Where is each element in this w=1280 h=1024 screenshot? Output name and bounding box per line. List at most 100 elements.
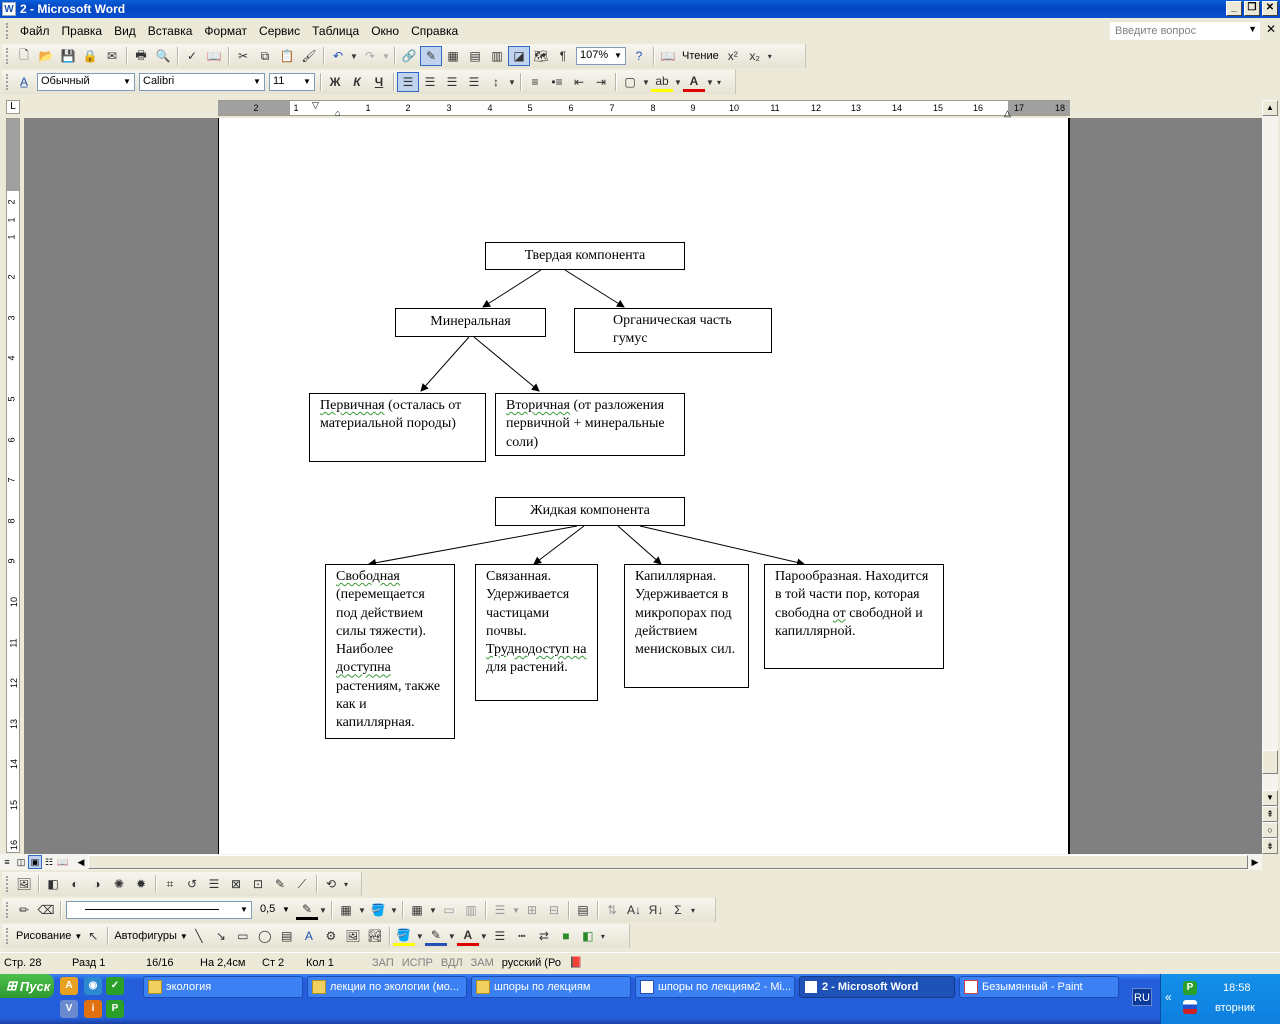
merge-cells-icon[interactable]: ▭ <box>443 903 455 917</box>
increase-indent-icon[interactable]: ⇥ <box>595 75 607 89</box>
bullets-icon[interactable]: •≡ <box>551 75 563 89</box>
vapor-water-box[interactable]: Парообразная. Находится в той части пор,… <box>764 564 944 669</box>
undo-dropdown-icon[interactable]: ▼ <box>350 51 358 61</box>
rectangle-tool-icon[interactable]: ▭ <box>237 929 249 943</box>
more-brightness-icon[interactable]: ✺ <box>113 877 125 891</box>
color-icon[interactable]: ◧ <box>47 877 59 891</box>
insert-table-dropdown-icon[interactable]: ▼ <box>429 905 437 915</box>
numbering-icon[interactable]: ≡ <box>531 75 539 89</box>
text-box-icon[interactable]: ▤ <box>281 929 293 943</box>
outside-border-dropdown-icon[interactable]: ▼ <box>358 905 366 915</box>
status-language[interactable]: русский (Ро <box>501 956 561 969</box>
status-overtype[interactable]: ЗАМ <box>470 956 494 969</box>
rotate-icon[interactable]: ↺ <box>186 877 198 891</box>
toolbar-grip[interactable] <box>6 876 9 892</box>
select-objects-icon[interactable]: ↖ <box>88 929 99 943</box>
insert-table-icon[interactable]: ▦ <box>447 49 459 63</box>
line-style-icon[interactable]: ☰ <box>208 877 220 891</box>
right-indent-marker[interactable]: △ <box>1004 108 1011 118</box>
sort-descending-icon[interactable]: Я↓ <box>648 903 664 917</box>
toolbar-options-icon[interactable]: ▾ <box>600 931 605 941</box>
messenger-icon[interactable]: P <box>106 1000 124 1018</box>
format-painter-icon[interactable]: 🖌 <box>301 49 317 63</box>
menu-edit[interactable]: Правка <box>61 24 103 38</box>
border-color-icon[interactable]: ✎ <box>296 900 318 920</box>
decrease-indent-icon[interactable]: ⇤ <box>573 75 585 89</box>
web-view-icon[interactable]: ◫ <box>16 857 26 867</box>
task-ecology[interactable]: экология <box>143 976 303 998</box>
spelling-icon[interactable]: ✓ <box>186 49 198 63</box>
clock-time[interactable]: 18:58 <box>1223 982 1251 994</box>
redo-dropdown-icon[interactable]: ▼ <box>382 51 390 61</box>
russian-flag-icon[interactable] <box>1183 1000 1197 1014</box>
crop-icon[interactable]: ⌗ <box>166 876 174 891</box>
scroll-up-icon[interactable]: ▲ <box>1262 100 1278 116</box>
reading-mode-button[interactable]: Чтение <box>682 50 719 62</box>
menu-table[interactable]: Таблица <box>312 24 360 38</box>
toolbar-grip[interactable] <box>6 74 9 90</box>
autoshapes-dropdown-icon[interactable]: ▼ <box>179 931 188 941</box>
copy-icon[interactable]: ⧉ <box>260 48 270 63</box>
insert-table-icon[interactable]: ▦ <box>411 903 423 917</box>
drawing-icon[interactable]: ◪ <box>508 46 530 66</box>
menu-file[interactable]: Файл <box>20 24 50 38</box>
menu-grip[interactable] <box>6 23 10 39</box>
subscript-icon[interactable]: x₂ <box>749 49 761 63</box>
font-size-dropdown-icon[interactable]: ▼ <box>303 77 311 86</box>
task-word-active[interactable]: 2 - Microsoft Word <box>799 976 955 998</box>
font-size-select[interactable]: 11 ▼ <box>269 73 315 91</box>
line-color-dropdown-icon[interactable]: ▼ <box>447 931 456 941</box>
style-select[interactable]: Обычный ▼ <box>37 73 135 91</box>
status-track-changes[interactable]: ИСПР <box>401 956 433 969</box>
task-paint[interactable]: Безымянный - Paint <box>959 976 1119 998</box>
outline-view-icon[interactable]: ☷ <box>44 857 54 867</box>
task-cribs-folder[interactable]: шпоры по лекциям <box>471 976 631 998</box>
status-extend[interactable]: ВДЛ <box>440 956 463 969</box>
split-cells-icon[interactable]: ▥ <box>465 903 477 917</box>
zoom-select[interactable]: 107% ▼ <box>576 47 626 65</box>
mineral-box[interactable]: Минеральная <box>395 308 546 337</box>
left-indent-marker[interactable]: ⌂ <box>335 108 341 118</box>
styles-formatting-icon[interactable]: A̲ <box>19 75 28 89</box>
columns-icon[interactable]: ▥ <box>491 49 503 63</box>
compress-icon[interactable]: ⊠ <box>230 877 242 891</box>
clip-art-icon[interactable]: 🖼 <box>345 929 361 943</box>
superscript-icon[interactable]: x² <box>727 49 738 63</box>
wordart-icon[interactable]: A <box>304 929 313 943</box>
help-dropdown-icon[interactable]: ▼ <box>1248 24 1257 34</box>
permission-icon[interactable]: 🔒 <box>82 49 98 63</box>
insert-excel-icon[interactable]: ▤ <box>469 49 481 63</box>
toolbar-options-icon[interactable]: ▾ <box>767 51 772 61</box>
bound-water-box[interactable]: Связанная. Удерживается частицами почвы.… <box>475 564 598 701</box>
align-center-icon[interactable]: ☰ <box>424 75 436 89</box>
fill-color-icon[interactable]: 🪣 <box>392 926 415 946</box>
style-dropdown-icon[interactable]: ▼ <box>123 77 131 86</box>
arrow-style-icon[interactable]: ⇄ <box>538 929 549 943</box>
highlight-dropdown-icon[interactable]: ▼ <box>674 77 682 87</box>
font-dropdown-icon[interactable]: ▼ <box>253 77 261 86</box>
menu-window[interactable]: Окно <box>371 24 400 38</box>
font-select[interactable]: Calibri ▼ <box>139 73 265 91</box>
toolbar-options-icon[interactable]: ▾ <box>690 905 695 915</box>
task-lectures-folder[interactable]: лекции по экологии (мо... <box>307 976 467 998</box>
network-icon[interactable]: P <box>1183 981 1197 995</box>
outside-border-icon[interactable]: ▦ <box>340 903 352 917</box>
insert-picture-icon[interactable]: 🖼 <box>16 877 32 891</box>
font-color-dropdown-icon[interactable]: ▼ <box>479 931 488 941</box>
reading-mode-icon[interactable]: 📖 <box>660 49 676 63</box>
line-spacing-dropdown-icon[interactable]: ▼ <box>508 77 516 87</box>
hyperlink-icon[interactable]: 🔗 <box>401 49 417 63</box>
oval-tool-icon[interactable]: ◯ <box>258 929 272 943</box>
solid-component-box[interactable]: Твердая компонента <box>485 242 685 270</box>
line-color-icon[interactable]: ✎ <box>424 926 447 946</box>
info-icon[interactable]: i <box>84 1000 102 1018</box>
show-formatting-icon[interactable]: ¶ <box>559 49 567 63</box>
line-spacing-icon[interactable]: ↕ <box>493 75 499 89</box>
line-tool-icon[interactable]: ╲ <box>195 929 203 943</box>
font-color-dropdown-icon[interactable]: ▼ <box>706 77 714 87</box>
align-right-icon[interactable]: ☰ <box>446 75 458 89</box>
italic-button[interactable]: К <box>353 75 361 89</box>
tables-borders-icon[interactable]: ✎ <box>420 46 442 66</box>
line-style-select[interactable]: ▼ <box>66 901 252 919</box>
shading-dropdown-icon[interactable]: ▼ <box>390 905 398 915</box>
